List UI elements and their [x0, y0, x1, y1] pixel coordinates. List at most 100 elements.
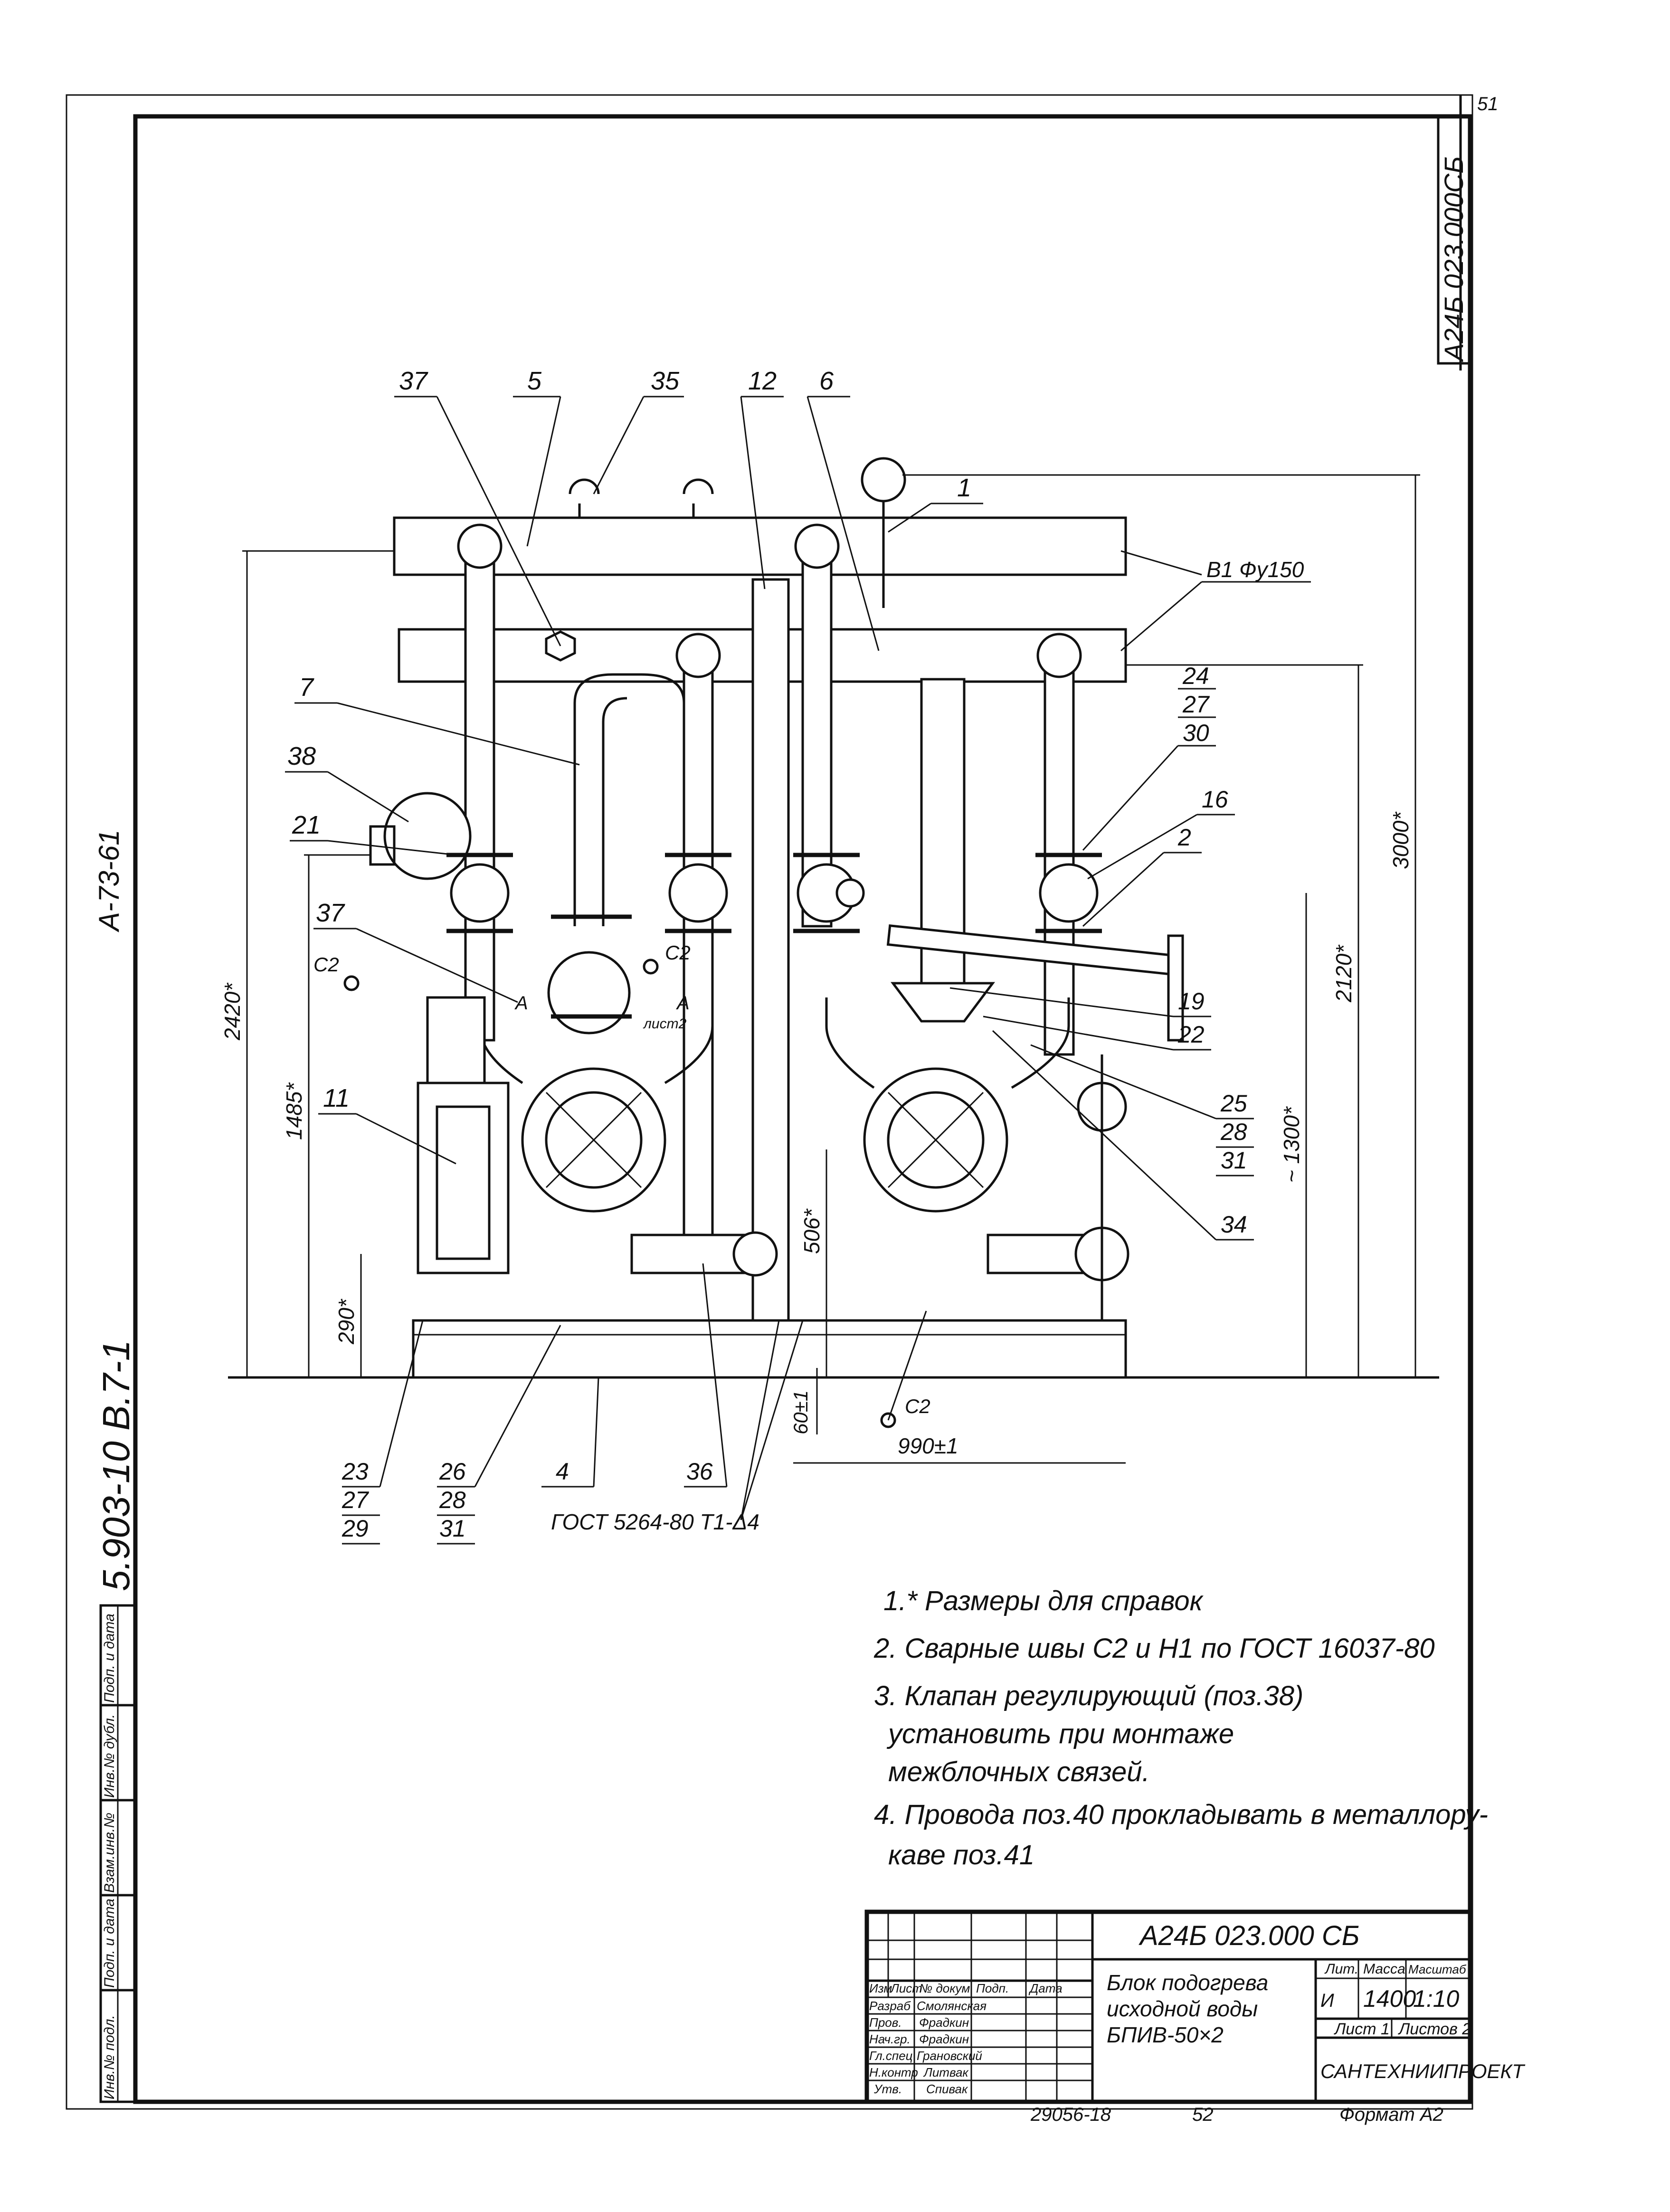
stamp-vzam-inv: Взам.инв.№: [102, 1813, 117, 1893]
callout-1: 1: [957, 474, 971, 502]
tb-role-3: Гл.спец: [869, 2049, 913, 2063]
tb-col-list: Лист: [890, 1981, 922, 1995]
drawing-code-box: А24Б 023.000СБ: [1437, 115, 1473, 365]
archive-number: 29056-18: [1030, 2104, 1111, 2125]
note-3-line-2: установить при монтаже: [886, 1718, 1234, 1749]
weld-marks: С2 С2 С2 А А лист2: [313, 941, 930, 1428]
section-mark-a-left: А: [514, 993, 528, 1014]
tb-name-line-2: исходной воды: [1107, 1996, 1258, 2021]
callout-7: 7: [299, 673, 314, 702]
note-3: 3. Клапан регулирующий (поз.38): [874, 1680, 1303, 1711]
callout-6: 6: [819, 367, 834, 395]
tb-col-izm: Изм: [869, 1981, 892, 1995]
weld-mark-2: С2: [665, 941, 691, 964]
tb-mass-value: 1400: [1363, 1985, 1416, 2012]
callout-31-bottom: 31: [439, 1515, 466, 1542]
dim-60: 60±1: [789, 1390, 812, 1434]
tb-person-5: Спивак: [926, 2082, 968, 2096]
format-label: Формат А2: [1339, 2104, 1443, 2125]
dim-1300: ~ 1300*: [1279, 1106, 1304, 1183]
note-4-line-2: каве поз.41: [888, 1840, 1034, 1870]
callout-12: 12: [748, 367, 777, 395]
tb-scale-label: Масштаб: [1408, 1962, 1467, 1976]
side-code: 5.903-10 В.7-1: [95, 1340, 137, 1591]
callout-34: 34: [1221, 1211, 1247, 1238]
callout-23: 23: [342, 1458, 369, 1485]
pump-motor: [417, 1082, 510, 1274]
weld-mark-1: С2: [313, 953, 339, 976]
dim-3000: 3000*: [1388, 811, 1413, 869]
stamp-inv-podl: Инв.№ подл.: [102, 2015, 117, 2099]
dim-1485: 1485*: [282, 1082, 306, 1140]
note-1: 1.* Размеры для справок: [883, 1585, 1204, 1616]
callout-21: 21: [292, 811, 321, 839]
pressure-gauge: [861, 457, 906, 503]
tb-col-doc: № докум.: [919, 1981, 974, 1995]
notes: 1.* Размеры для справок 2. Сварные швы С…: [873, 1585, 1488, 1870]
callout-16: 16: [1202, 786, 1228, 813]
pipe-label-text: В1 Фу150: [1206, 557, 1304, 582]
callout-26: 26: [439, 1458, 466, 1485]
dimensions: 2420* 1485* 290* 3000* 2120* ~ 1300* 506…: [220, 474, 1420, 1464]
dim-506: 506*: [799, 1208, 824, 1254]
tb-person-3: Грановский: [917, 2049, 982, 2063]
callout-37-top: 37: [399, 367, 428, 395]
note-2: 2. Сварные швы С2 и Н1 по ГОСТ 16037-80: [873, 1633, 1435, 1664]
tb-scale-value: 1:10: [1413, 1985, 1460, 2012]
assembly-view: [228, 457, 1439, 1379]
stamp-podp-data-1: Подп. и дата: [102, 1899, 117, 1988]
dim-2120: 2120*: [1331, 944, 1356, 1003]
tb-role-4: Н.контр: [869, 2065, 918, 2079]
callout-29: 29: [342, 1515, 369, 1542]
callout-2: 2: [1177, 824, 1191, 851]
control-valve: [383, 792, 472, 880]
pipe-label: В1 Фу150: [1120, 550, 1311, 652]
note-3-line-3: межблочных связей.: [888, 1756, 1150, 1787]
footer-page: 52: [1192, 2104, 1214, 2125]
callouts: 37 5 35 12 6 1 7 38 21 37 11 24 27 30 16…: [285, 367, 1254, 1545]
callout-37-left: 37: [316, 899, 345, 927]
section-mark-a-right: А: [676, 993, 690, 1014]
tb-name-line-1: Блок подогрева: [1107, 1970, 1268, 1995]
tb-person-1: Фрадкин: [919, 2015, 969, 2030]
tb-designation: А24Б 023.000 СБ: [1139, 1920, 1359, 1951]
tb-sheets-label: Листов 2: [1398, 2020, 1471, 2038]
side-code-2: А-73-61: [93, 830, 125, 932]
callout-27-bottom: 27: [342, 1487, 370, 1513]
drawing-code-vertical: А24Б 023.000СБ: [1439, 156, 1469, 362]
callout-27-right: 27: [1182, 691, 1210, 718]
footer: 29056-18 52 Формат А2: [1030, 2104, 1443, 2125]
dim-2420: 2420*: [220, 982, 245, 1041]
stamp-podp-data-2: Подп. и дата: [102, 1614, 117, 1703]
dim-990: 990±1: [898, 1434, 958, 1458]
callout-28-right: 28: [1220, 1119, 1247, 1145]
callout-24: 24: [1182, 663, 1209, 689]
tb-mass-label: Масса: [1363, 1961, 1405, 1977]
tb-person-2: Фрадкин: [919, 2032, 969, 2046]
weld-mark-3: С2: [905, 1395, 930, 1417]
dim-290: 290*: [334, 1298, 359, 1345]
tb-name-line-3: БПИВ-50×2: [1107, 2022, 1224, 2047]
callout-38: 38: [287, 742, 316, 770]
left-stamp: Инв.№ подл. Подп. и дата Взам.инв.№ Инв.…: [99, 1604, 136, 2103]
callout-5: 5: [527, 367, 542, 395]
note-4: 4. Провода поз.40 прокладывать в металло…: [874, 1799, 1488, 1830]
section-mark-sheet: лист2: [643, 1016, 687, 1032]
callout-36: 36: [686, 1458, 713, 1485]
sheet-frame: [66, 94, 1473, 2110]
tb-col-podp: Подп.: [976, 1981, 1009, 1995]
callout-35: 35: [651, 367, 680, 395]
tb-role-1: Пров.: [869, 2015, 902, 2030]
sheet-number: 51: [1477, 94, 1499, 114]
tb-lit-value: И: [1320, 1990, 1334, 2011]
title-block: А24Б 023.000 СБ Изм Лист № докум. Подп. …: [864, 1909, 1526, 2104]
tb-role-5: Утв.: [873, 2082, 902, 2096]
tb-organization: САНТЕХНИИПРОЕКТ: [1320, 2060, 1526, 2082]
callout-31-right: 31: [1221, 1147, 1247, 1174]
tb-person-0: Смолянская: [917, 1999, 987, 2013]
weld-standard-label: ГОСТ 5264-80 Т1-Δ4: [551, 1509, 759, 1534]
callout-19: 19: [1178, 988, 1205, 1015]
callout-11: 11: [323, 1084, 350, 1112]
callout-4: 4: [556, 1458, 569, 1485]
